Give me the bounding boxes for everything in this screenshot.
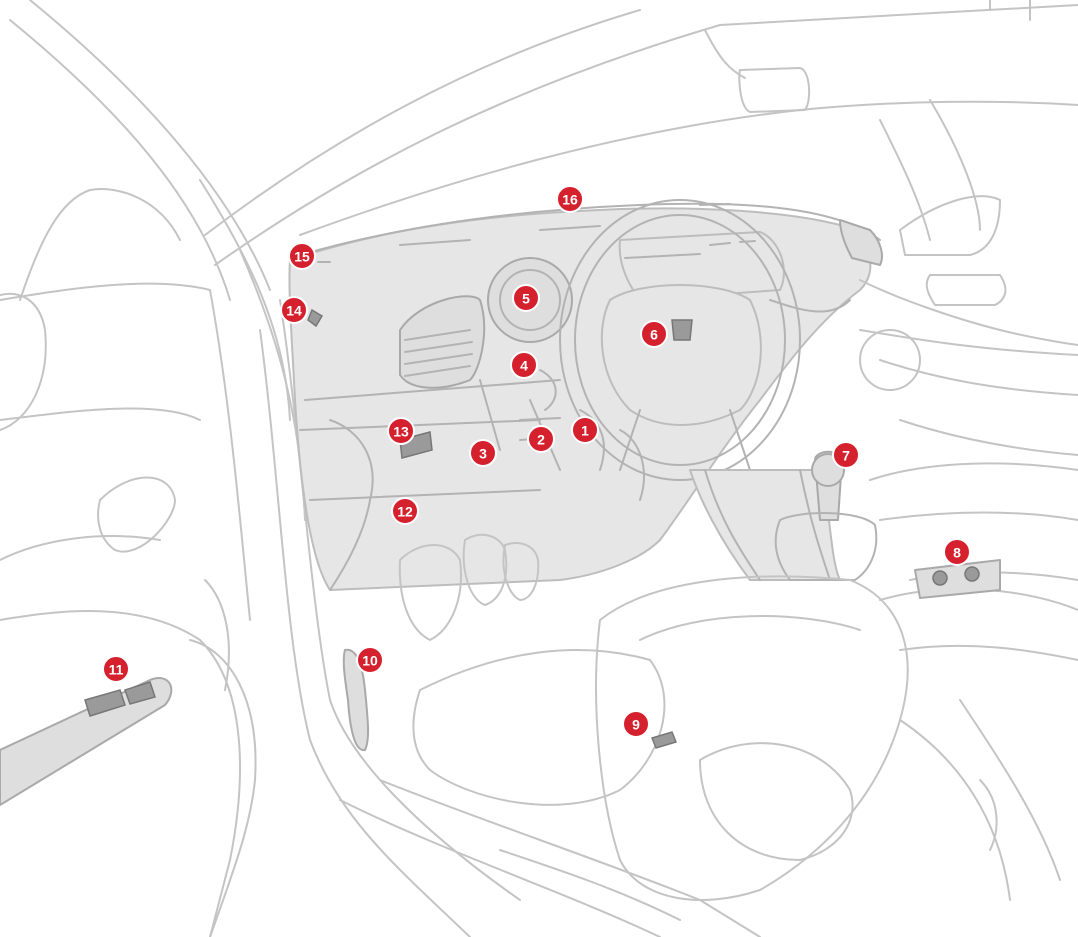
callout-1: 1 <box>571 416 599 444</box>
callout-8: 8 <box>943 538 971 566</box>
callout-number: 15 <box>294 249 310 265</box>
callout-badge <box>832 441 860 469</box>
callout-badge <box>356 646 384 674</box>
callout-15: 15 <box>288 242 316 270</box>
callout-4: 4 <box>510 351 538 379</box>
callout-badge <box>102 655 130 683</box>
callout-5: 5 <box>512 284 540 312</box>
callout-12: 12 <box>391 497 419 525</box>
callout-badge <box>387 417 415 445</box>
callout-3: 3 <box>469 439 497 467</box>
callout-number: 1 <box>581 423 589 439</box>
callout-9: 9 <box>622 710 650 738</box>
callout-number: 2 <box>537 432 545 448</box>
callout-badge <box>527 425 555 453</box>
callout-badge <box>556 185 584 213</box>
callout-badge <box>391 497 419 525</box>
callout-16: 16 <box>556 185 584 213</box>
callout-14: 14 <box>280 296 308 324</box>
callout-number: 14 <box>286 303 302 319</box>
callout-badge <box>640 320 668 348</box>
callout-badge <box>571 416 599 444</box>
callout-6: 6 <box>640 320 668 348</box>
callout-number: 4 <box>520 358 528 374</box>
callout-number: 8 <box>953 545 961 561</box>
callout-11: 11 <box>102 655 130 683</box>
callout-number: 7 <box>842 448 850 464</box>
callout-number: 13 <box>393 424 409 440</box>
callout-13: 13 <box>387 417 415 445</box>
callout-number: 11 <box>109 662 124 678</box>
callout-badge <box>510 351 538 379</box>
callout-badge <box>512 284 540 312</box>
callout-number: 6 <box>650 327 658 343</box>
callout-2: 2 <box>527 425 555 453</box>
callout-badge <box>280 296 308 324</box>
callout-number: 5 <box>522 291 530 307</box>
callout-badge <box>469 439 497 467</box>
callout-number: 9 <box>632 717 640 733</box>
callout-number: 3 <box>479 446 487 462</box>
callout-10: 10 <box>356 646 384 674</box>
callout-number: 16 <box>562 192 578 208</box>
callout-number: 12 <box>397 504 413 520</box>
callout-7: 7 <box>832 441 860 469</box>
callout-badge <box>943 538 971 566</box>
callout-number: 10 <box>362 653 378 669</box>
callout-badge <box>288 242 316 270</box>
callout-badge <box>622 710 650 738</box>
